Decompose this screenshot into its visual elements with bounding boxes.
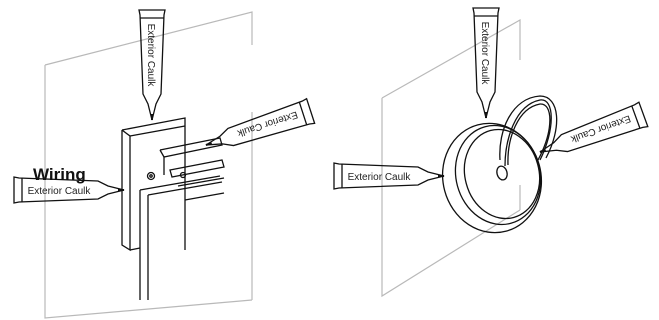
wiring-label: Wiring	[33, 165, 86, 184]
right-right-caulk-tube: Exterior Caulk	[539, 101, 649, 153]
left-wall-plane	[44, 11, 253, 319]
right-top-caulk-tube: Exterior Caulk	[472, 7, 500, 119]
left-box-body	[139, 137, 225, 300]
right-left-caulk-tube: Exterior Caulk	[333, 162, 445, 190]
right-round-fixture	[441, 95, 558, 234]
right-left-caulk-label: Exterior Caulk	[348, 172, 412, 183]
left-box-plate	[121, 117, 186, 252]
left-wall-penetration-diagram: Exterior Caulk Exterior Caulk Exterior C…	[13, 9, 316, 319]
right-top-caulk-label: Exterior Caulk	[479, 22, 490, 86]
left-left-caulk-tube: Exterior Caulk	[13, 176, 125, 204]
left-top-caulk-label: Exterior Caulk	[145, 24, 156, 88]
left-top-caulk-tube: Exterior Caulk	[138, 9, 166, 121]
right-wall-plane	[381, 18, 521, 298]
right-wall-penetration-diagram: Exterior Caulk Exterior Caulk Exterior C…	[333, 7, 649, 298]
left-right-caulk-tube: Exterior Caulk	[205, 97, 316, 147]
left-right-caulk-label: Exterior Caulk	[235, 109, 299, 139]
left-left-caulk-label: Exterior Caulk	[28, 186, 92, 197]
